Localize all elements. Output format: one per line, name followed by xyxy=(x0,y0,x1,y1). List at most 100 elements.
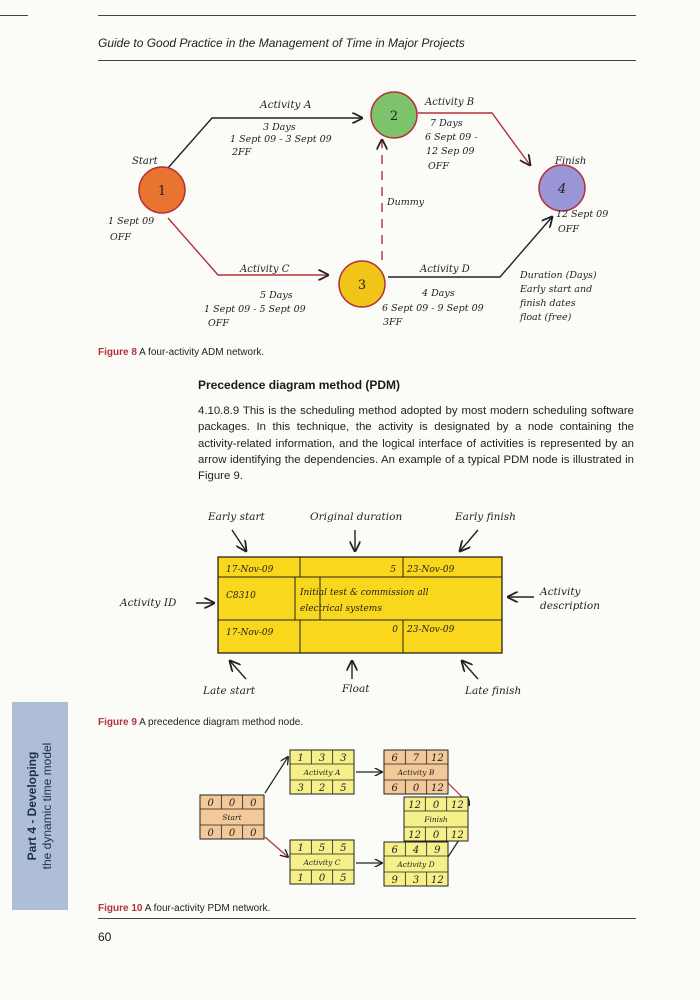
activity-d-float: 3FF xyxy=(383,317,403,328)
pdm-network-node-activity-a-bottom-2: 5 xyxy=(340,783,346,794)
header-rule xyxy=(98,60,636,61)
header-title: Guide to Good Practice in the Management… xyxy=(98,36,465,50)
pdm-network-node-activity-d-top-0: 6 xyxy=(391,845,398,856)
pdm-heading: Precedence diagram method (PDM) xyxy=(198,378,401,392)
figure-9-pdm-node: 17-Nov-09 5 23-Nov-09 C8310 Initial test… xyxy=(119,511,600,697)
pdm-network-node-activity-b-top-1: 7 xyxy=(413,753,420,764)
pdm-network-node-activity-a-bottom-0: 3 xyxy=(297,783,303,794)
page-number: 60 xyxy=(98,930,112,944)
side-tab-line-2: the dynamic time model xyxy=(40,742,54,870)
pdm-node xyxy=(217,556,503,654)
pdm-network-node-start-top-2: 0 xyxy=(250,798,257,809)
pdm-late-finish-value: 23-Nov-09 xyxy=(406,625,455,635)
pdm-duration-value: 5 xyxy=(390,565,396,575)
pdm-float-value: 0 xyxy=(392,625,398,635)
dummy-label: Dummy xyxy=(386,197,425,208)
adm-node-3-label: 3 xyxy=(358,278,366,293)
pdm-network-node-activity-d-bottom-1: 3 xyxy=(413,875,419,886)
adm-node-3: 3 xyxy=(338,260,386,308)
adm-node-2-label: 2 xyxy=(390,109,398,124)
pdm-network-node-finish-name: Finish xyxy=(423,815,448,824)
pdm-network-node-finish-bottom-0: 12 xyxy=(408,830,421,841)
pdm-network-node-activity-b-bottom-2: 12 xyxy=(431,783,444,794)
pdm-network-node-finish-bottom-2: 12 xyxy=(451,830,464,841)
pdm-network-node-finish-top-1: 0 xyxy=(433,800,440,811)
early-finish-label: Early finish xyxy=(454,511,516,523)
pdm-network-node-start-bottom-0: 0 xyxy=(207,828,214,839)
adm-node-1: 1 xyxy=(138,166,186,214)
figure-8-caption-text: A four-activity ADM network. xyxy=(139,347,265,358)
figure-10-caption-label: Figure 10 xyxy=(98,903,143,914)
legend-line-3: finish dates xyxy=(519,298,576,309)
figure-8-caption: Figure 8 A four-activity ADM network. xyxy=(98,347,264,358)
pdm-description-line-2: electrical systems xyxy=(300,604,382,614)
pdm-network-node-activity-c-bottom-0: 1 xyxy=(297,873,303,884)
activity-id-label: Activity ID xyxy=(119,597,177,609)
pdm-network-node-finish-bottom-1: 0 xyxy=(433,830,440,841)
pdm-network-node-activity-b-bottom-0: 6 xyxy=(391,783,398,794)
figure-9-caption-text: A precedence diagram method node. xyxy=(139,717,304,728)
pdm-early-start-value: 17-Nov-09 xyxy=(226,565,274,575)
pdm-network-node-activity-c-name: Activity C xyxy=(302,858,340,867)
side-tab-line-1: Part 4 - Developing xyxy=(25,751,39,861)
activity-a-dates: 1 Sept 09 - 3 Sept 09 xyxy=(230,134,332,145)
side-tab-text: Part 4 - Developing the dynamic time mod… xyxy=(25,743,55,870)
pdm-id-value: C8310 xyxy=(226,591,256,601)
legend-line-2: Early start and xyxy=(519,284,592,295)
legend-line-1: Duration (Days) xyxy=(519,270,597,281)
pdm-network-node-activity-a-top-2: 3 xyxy=(340,753,346,764)
start-date: 1 Sept 09 xyxy=(108,216,154,227)
pdm-network-node-start-bottom-2: 0 xyxy=(250,828,257,839)
pdm-network-node-activity-b-top-0: 6 xyxy=(391,753,398,764)
pdm-network-node-activity-b-name: Activity B xyxy=(397,768,435,777)
activity-description-label-1: Activity xyxy=(539,586,582,598)
pdm-network-node-start-bottom-1: 0 xyxy=(229,828,236,839)
pdm-network-node-activity-d-name: Activity D xyxy=(396,860,434,869)
legend-line-4: float (free) xyxy=(519,312,572,323)
activity-a-float: 2FF xyxy=(231,147,252,158)
pdm-late-start-value: 17-Nov-09 xyxy=(226,628,274,638)
pdm-network-node-activity-c-bottom-2: 5 xyxy=(340,873,346,884)
adm-node-2: 2 xyxy=(370,91,418,139)
figure-8-adm-network: 1 2 3 4 Start 1 Sept 09 OFF Activity A 3… xyxy=(108,91,608,329)
pdm-network-node-start-top-1: 0 xyxy=(229,798,236,809)
pdm-network-node-activity-a-top-1: 3 xyxy=(319,753,325,764)
adm-node-1-label: 1 xyxy=(158,184,166,199)
pdm-network-node-activity-c-top-1: 5 xyxy=(319,843,325,854)
pdm-description-line-1: Initial test & commission all xyxy=(299,588,429,598)
figure-9-caption: Figure 9 A precedence diagram method nod… xyxy=(98,717,303,728)
float-label: Float xyxy=(341,683,370,695)
top-rule-main xyxy=(98,15,636,16)
section-side-tab: Part 4 - Developing the dynamic time mod… xyxy=(12,702,68,910)
pdm-network-node-activity-b-top-2: 12 xyxy=(431,753,444,764)
finish-label: Finish xyxy=(554,156,586,167)
figure-9-caption-label: Figure 9 xyxy=(98,717,137,728)
pdm-network-node-activity-d-top-1: 4 xyxy=(412,845,419,856)
activity-c-dates: 1 Sept 09 - 5 Sept 09 xyxy=(204,304,306,315)
activity-c-name: Activity C xyxy=(239,264,290,275)
pdm-network-node-start-name: Start xyxy=(222,813,242,822)
activity-d-duration: 4 Days xyxy=(421,288,455,299)
activity-b-dates1: 6 Sept 09 - xyxy=(425,132,477,143)
original-duration-label: Original duration xyxy=(310,511,402,523)
late-finish-label: Late finish xyxy=(464,685,521,697)
pdm-network-node-activity-b-bottom-1: 0 xyxy=(413,783,420,794)
pdm-network-node-activity-a-name: Activity A xyxy=(303,768,341,777)
pdm-network-node-activity-d-bottom-0: 9 xyxy=(391,875,398,886)
pdm-paragraph: 4.10.8.9 This is the scheduling method a… xyxy=(198,405,634,483)
pdm-network-node-activity-a-bottom-1: 2 xyxy=(318,783,325,794)
activity-a-name: Activity A xyxy=(259,99,312,111)
pdm-network-node-activity-c-top-0: 1 xyxy=(297,843,303,854)
adm-node-4: 4 xyxy=(538,164,586,212)
adm-node-4-label: 4 xyxy=(557,182,566,197)
finish-date: 12 Sept 09 xyxy=(556,209,608,220)
pdm-network-node-finish-top-2: 12 xyxy=(451,800,464,811)
activity-a-duration: 3 Days xyxy=(263,122,296,133)
early-start-label: Early start xyxy=(207,511,265,523)
